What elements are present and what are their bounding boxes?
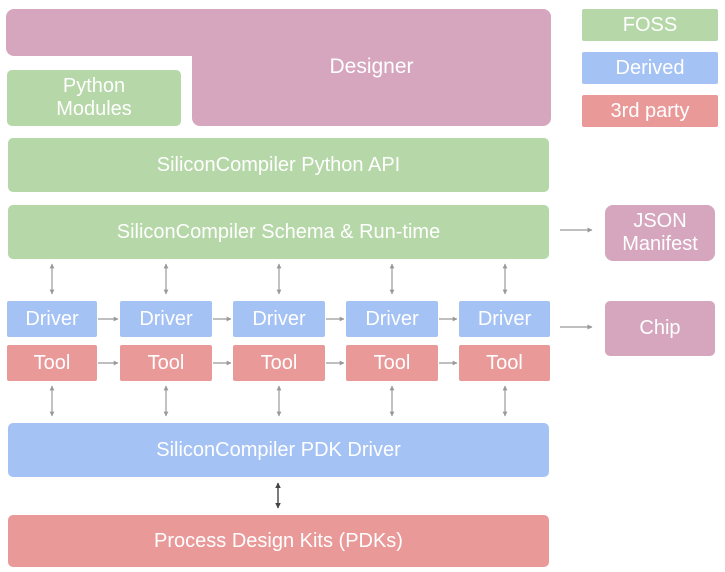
tool-label-5: Tool (486, 351, 523, 374)
legend-foss: FOSS (582, 9, 718, 41)
driver-box-4: Driver (346, 301, 438, 337)
tool-label-2: Tool (147, 351, 185, 374)
driver-box-1: Driver (7, 301, 97, 337)
pdk-driver-label: SiliconCompiler PDK Driver (156, 438, 401, 461)
pdk-driver-box: SiliconCompiler PDK Driver (8, 423, 549, 477)
designer-main (192, 9, 551, 126)
driver-label-5: Driver (477, 307, 532, 330)
driver-label-4: Driver (365, 307, 419, 330)
legend-third-party: 3rd party (582, 95, 718, 127)
driver-box-5: Driver (459, 301, 550, 337)
schema-runtime-label: SiliconCompiler Schema & Run-time (116, 220, 441, 243)
pdks-box: Process Design Kits (PDKs) (8, 515, 549, 567)
tool-label-4: Tool (373, 351, 411, 374)
driver-label-3: Driver (252, 307, 306, 330)
tool-box-5: Tool (459, 345, 550, 381)
pdks-label: Process Design Kits (PDKs) (154, 529, 403, 552)
python-modules-box: Python Modules (7, 70, 181, 126)
designer-label: Designer (329, 55, 414, 79)
chip-label: Chip (639, 317, 681, 339)
json-manifest-box: JSON Manifest (605, 205, 715, 261)
python-modules-label: Python Modules (56, 75, 132, 120)
tool-box-3: Tool (233, 345, 325, 381)
json-manifest-label: JSON Manifest (622, 210, 698, 255)
schema-runtime-box: SiliconCompiler Schema & Run-time (8, 205, 549, 259)
tool-label-1: Tool (33, 351, 71, 374)
legend-derived: Derived (582, 52, 718, 84)
legend-foss-label: FOSS (622, 13, 678, 36)
python-api-box: SiliconCompiler Python API (8, 138, 549, 192)
driver-label-2: Driver (139, 307, 193, 330)
chip-box: Chip (605, 301, 715, 356)
tool-label-3: Tool (260, 351, 298, 374)
driver-label-1: Driver (25, 307, 79, 330)
tool-box-1: Tool (7, 345, 97, 381)
legend-third-party-label: 3rd party (610, 99, 690, 122)
tool-box-2: Tool (120, 345, 212, 381)
legend-derived-label: Derived (615, 56, 685, 79)
driver-box-2: Driver (120, 301, 212, 337)
driver-box-3: Driver (233, 301, 325, 337)
tool-box-4: Tool (346, 345, 438, 381)
python-api-label: SiliconCompiler Python API (156, 153, 401, 176)
